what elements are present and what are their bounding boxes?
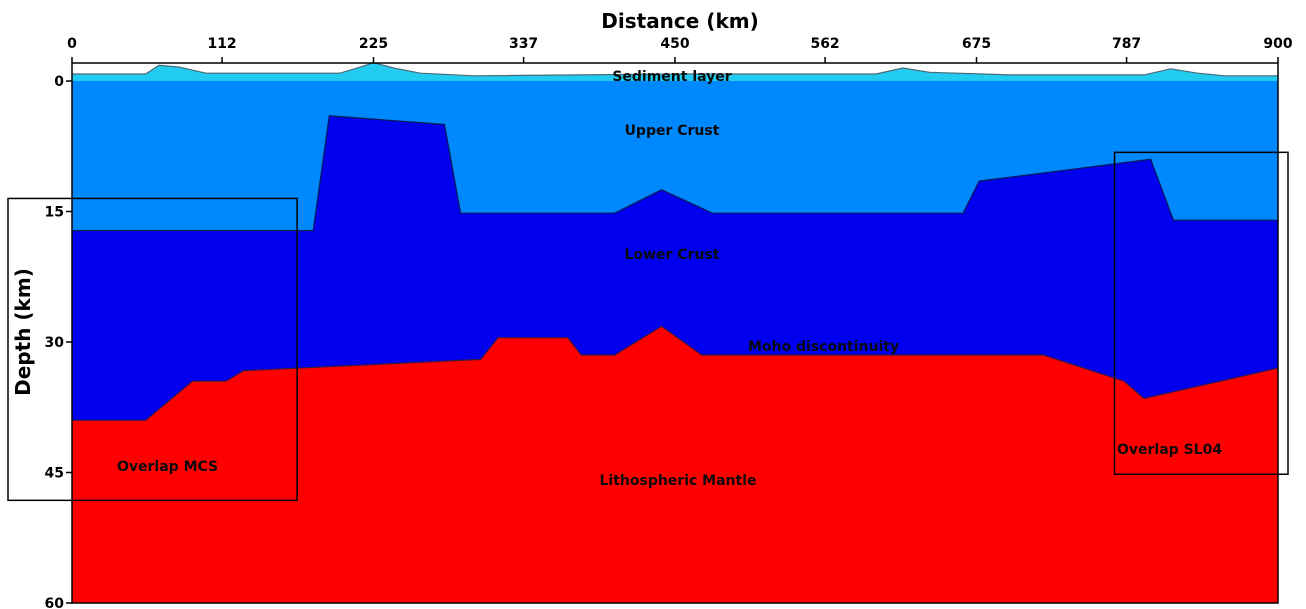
overlap-sl04-label: Overlap SL04 — [1117, 442, 1222, 458]
x-tick-label: 112 — [207, 36, 236, 52]
x-tick-label: 675 — [962, 36, 991, 52]
moho-discontinuity-label: Moho discontinuity — [748, 339, 899, 355]
lower-crust-label: Lower Crust — [625, 247, 720, 263]
seafloor-line — [72, 62, 1278, 77]
lower-crust-layer — [72, 115, 1278, 421]
upper-lower-boundary-line — [72, 115, 1278, 232]
upper-crust-layer — [72, 81, 1278, 231]
water-layer — [72, 62, 1278, 81]
overlap-boxes — [7, 151, 1289, 502]
layers-group — [72, 62, 1279, 603]
x-axis-title: Distance (km) — [601, 9, 758, 33]
overlap-mcs-label: Overlap MCS — [117, 459, 218, 475]
sediment-layer-label: Sediment layer — [612, 69, 731, 85]
overlap-sl04-box — [1113, 151, 1289, 475]
y-tick-label: 0 — [54, 74, 64, 90]
x-tick-label: 225 — [359, 36, 388, 52]
mantle-layer — [72, 326, 1278, 603]
x-tick-label: 900 — [1263, 36, 1292, 52]
y-tick-label: 30 — [45, 335, 65, 351]
x-tick-label: 562 — [810, 36, 839, 52]
overlap-mcs-box — [7, 197, 298, 502]
lithospheric-mantle-label: Lithospheric Mantle — [599, 473, 756, 489]
x-axis: 0 112 225 337 450 562 675 787 900 — [67, 36, 1293, 63]
upper-crust-label: Upper Crust — [625, 123, 720, 139]
y-axis-title: Depth (km) — [11, 268, 35, 396]
x-tick-label: 337 — [509, 36, 538, 52]
x-tick-label: 787 — [1112, 36, 1141, 52]
moho-line — [72, 325, 1279, 421]
x-tick-label: 0 — [67, 36, 77, 52]
y-tick-label: 60 — [45, 596, 65, 609]
y-tick-label: 45 — [45, 466, 64, 482]
y-axis: 0 15 30 45 60 — [45, 74, 72, 609]
y-tick-label: 15 — [45, 205, 64, 221]
x-tick-label: 450 — [660, 36, 689, 52]
